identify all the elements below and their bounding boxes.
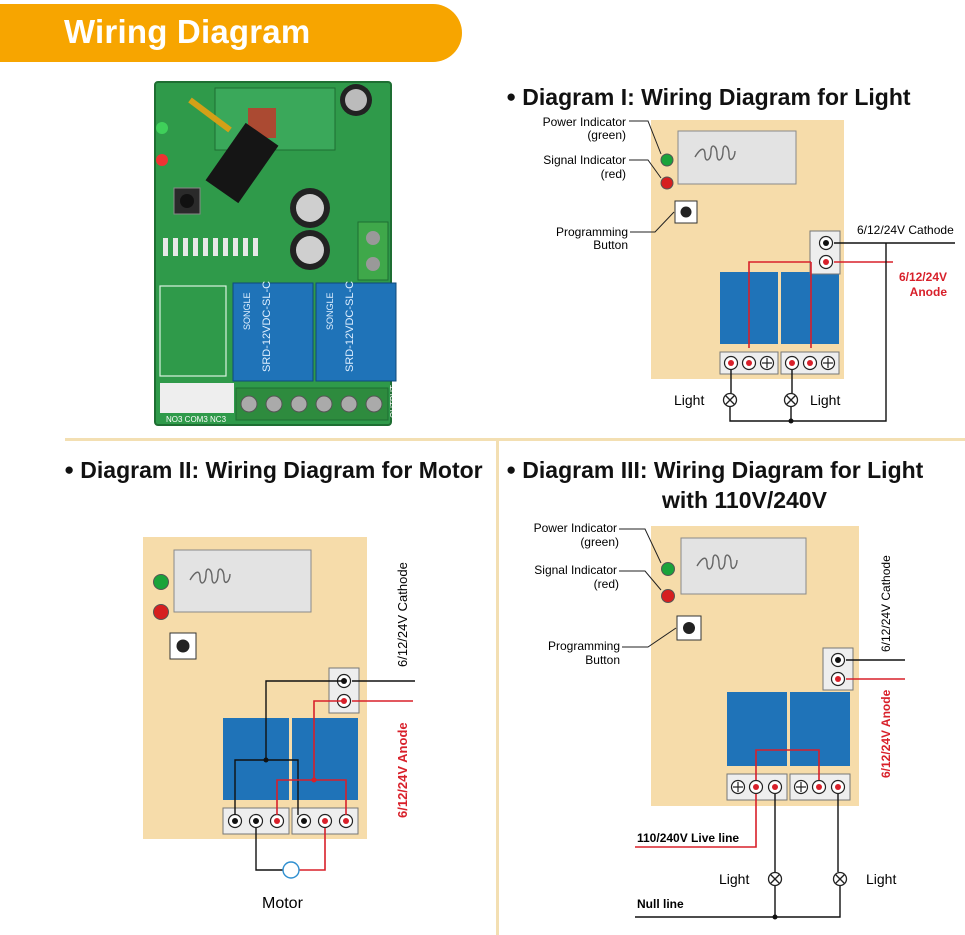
d2-motor-label: Motor: [262, 895, 304, 912]
banner-title: Wiring Diagram: [64, 13, 311, 50]
d1-green-label: (green): [587, 128, 626, 142]
pcb-output-text: OUTPUT: [389, 385, 398, 418]
d3-anode-terminal: [830, 671, 846, 687]
signal-led-icon: [153, 604, 169, 620]
motor-icon: [282, 861, 300, 879]
d3-light-2-icon: [832, 871, 848, 887]
d3-live-line-label: 110/240V Live line: [637, 831, 739, 845]
title-banner: Wiring Diagram: [0, 4, 462, 62]
relay-text-1: SRD-12VDC-SL-C: [261, 281, 273, 372]
d3-rf-module: [680, 537, 807, 595]
d1-light-label-1: Light: [674, 392, 704, 408]
d3-red-label: (red): [594, 577, 619, 591]
d1-light-1-icon: [722, 392, 738, 408]
diagram-3-heading-line2: with 110V/240V: [662, 487, 827, 514]
vertical-divider: [496, 441, 499, 935]
diagram-2-heading: ● Diagram II: Wiring Diagram for Motor: [64, 457, 483, 484]
d3-green-label: (green): [580, 535, 619, 549]
bullet-icon: ●: [64, 460, 75, 479]
d3-button-label: Button: [585, 653, 620, 667]
power-led-icon: [661, 562, 675, 576]
signal-led-icon: [661, 589, 675, 603]
diagram-2-heading-text: Diagram II: Wiring Diagram for Motor: [80, 457, 483, 483]
diagram-3: Power Indicator (green) Signal Indicator…: [534, 521, 905, 920]
d1-light-2-icon: [783, 392, 799, 408]
d3-null-line-label: Null line: [637, 897, 684, 911]
d3-cathode-terminal: [830, 652, 846, 668]
d2-relay-2: [292, 718, 358, 800]
relay-text-2: SRD-12VDC-SL-C: [344, 281, 356, 372]
bullet-icon: ●: [506, 460, 517, 479]
signal-led-icon: [660, 176, 674, 190]
horizontal-divider: [65, 438, 965, 441]
d1-cathode-label: 6/12/24V Cathode: [857, 223, 954, 237]
diagram-3-heading: ● Diagram III: Wiring Diagram for Light: [506, 457, 923, 484]
d3-light-label-2: Light: [866, 871, 896, 887]
pcb-terminal-text: NO3 COM3 NC3: [166, 415, 227, 424]
d3-light-label-1: Light: [719, 871, 749, 887]
d1-anode-terminal: [818, 254, 834, 270]
d3-light-1-icon: [767, 871, 783, 887]
diagram-1-heading-text: Diagram I: Wiring Diagram for Light: [522, 84, 911, 110]
d2-relay-1: [223, 718, 289, 800]
d1-signal-indicator-label: Signal Indicator: [543, 153, 626, 167]
d1-relay-2: [781, 272, 839, 344]
d1-anode-voltage-label: 6/12/24V: [899, 270, 947, 284]
d3-anode-label: 6/12/24V Anode: [879, 689, 893, 778]
d3-programming-label: Programming: [548, 639, 620, 653]
d3-relay-2: [790, 692, 850, 766]
d3-cathode-label: 6/12/24V Cathode: [879, 555, 893, 652]
d1-light-label-2: Light: [810, 392, 840, 408]
d1-rf-module: [677, 130, 797, 185]
diagram-1-heading: ● Diagram I: Wiring Diagram for Light: [506, 84, 911, 111]
d1-power-indicator-label: Power Indicator: [543, 115, 626, 129]
d2-rf-module: [173, 549, 312, 613]
d3-signal-indicator-label: Signal Indicator: [534, 563, 617, 577]
power-led-icon: [660, 153, 674, 167]
d1-red-label: (red): [601, 167, 626, 181]
d3-power-indicator-label: Power Indicator: [534, 521, 617, 535]
d1-programming-label: Programming: [556, 225, 628, 239]
diagram-3-heading-text: Diagram III: Wiring Diagram for Light: [522, 457, 924, 483]
d1-cathode-terminal: [818, 235, 834, 251]
diagram-2: Motor 6/12/24V Cathode 6/12/24V Anode: [143, 537, 415, 912]
relay-brand-1: SONGLE: [242, 292, 252, 330]
power-led-icon: [153, 574, 169, 590]
d2-anode-label: 6/12/24V Anode: [395, 722, 410, 818]
d1-anode-label: Anode: [910, 285, 948, 299]
relay-brand-2: SONGLE: [325, 292, 335, 330]
d3-relay-1: [727, 692, 787, 766]
bullet-icon: ●: [506, 87, 517, 106]
d1-button-label: Button: [593, 238, 628, 252]
diagram-3-heading-text-2: with 110V/240V: [662, 487, 827, 513]
pcb-photo: SRD-12VDC-SL-C SRD-12VDC-SL-C SONGLE SON…: [154, 81, 398, 426]
d2-cathode-label: 6/12/24V Cathode: [395, 562, 410, 667]
diagram-1: Power Indicator (green) Signal Indicator…: [543, 115, 955, 424]
